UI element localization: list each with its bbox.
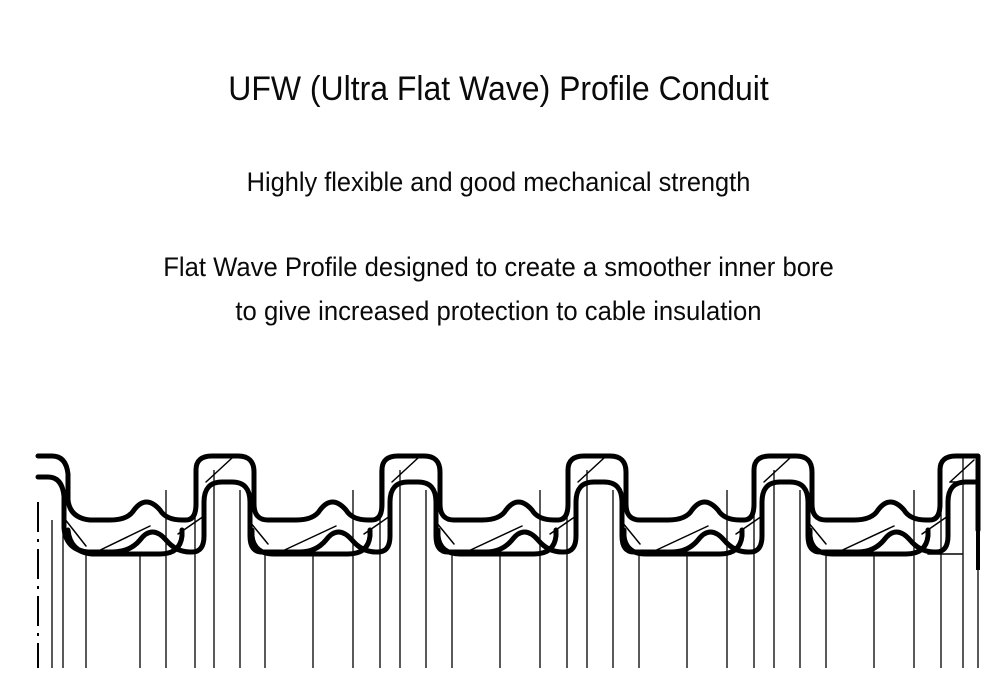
inner-bore-floor [65, 527, 931, 557]
body-text-line-2: to give increased protection to cable in… [235, 296, 762, 326]
subtitle-text: Highly flexible and good mechanical stre… [246, 167, 751, 197]
body-text-line-1: Flat Wave Profile designed to create a s… [163, 252, 834, 282]
conduit-profile-drawing [0, 430, 997, 699]
projection-lines [51, 458, 979, 668]
outer-wall-profile [35, 453, 981, 533]
page-title: UFW (Ultra Flat Wave) Profile Conduit [228, 70, 769, 108]
detail-tie-lines [63, 457, 979, 555]
